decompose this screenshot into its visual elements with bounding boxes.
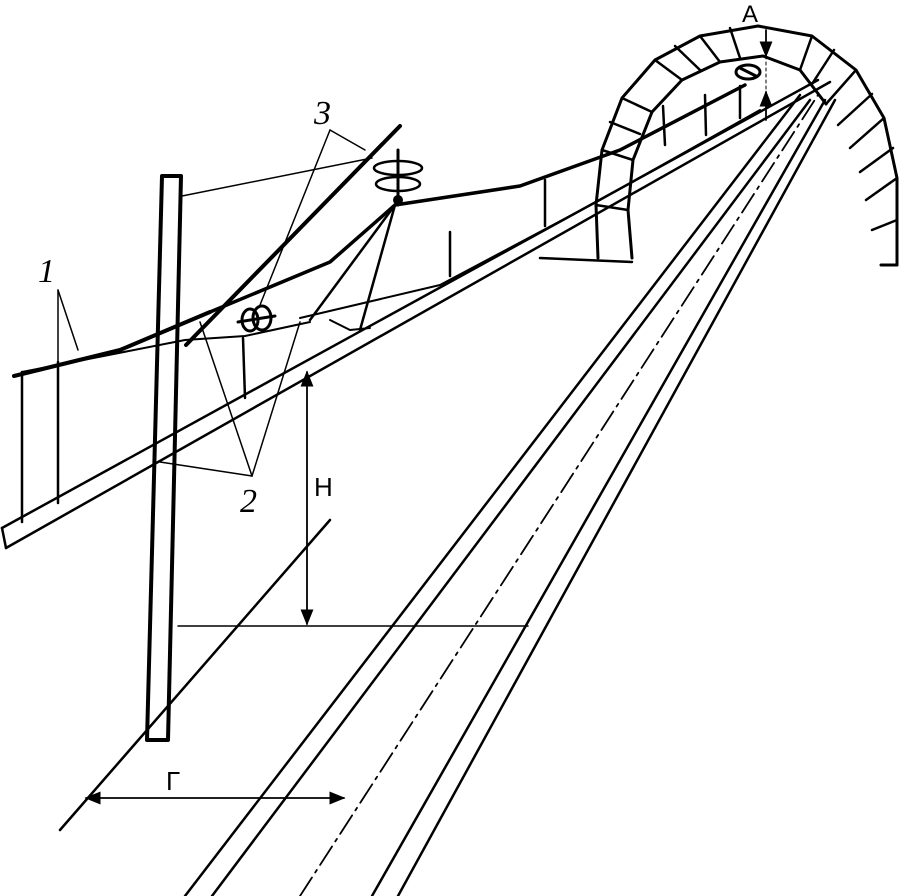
callout-2: 2 [240, 483, 257, 520]
contact-wire [20, 109, 761, 524]
cantilever-bracket [184, 63, 762, 347]
insulator-icon [372, 148, 424, 207]
insulator-icon [236, 304, 277, 333]
rails [58, 93, 837, 896]
callout-3: 3 [313, 95, 331, 132]
track-bed [0, 78, 832, 550]
dimension-a-label: А [742, 1, 758, 28]
insulator-icon [734, 63, 762, 81]
leader-lines [57, 129, 373, 477]
support-pole [145, 174, 183, 742]
dimension-g-label: Г [166, 766, 180, 796]
dimension-h-label: Н [314, 472, 333, 502]
messenger-wire [12, 83, 747, 378]
callout-1: 1 [38, 253, 55, 290]
tunnel-portal [594, 24, 899, 267]
